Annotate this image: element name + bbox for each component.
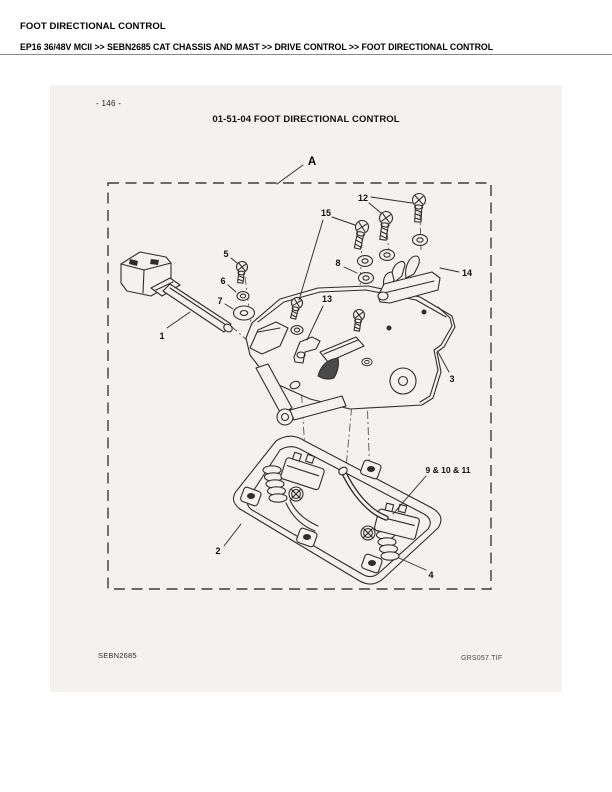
part-label-2: 2 xyxy=(215,546,220,556)
part-label-12: 12 xyxy=(358,193,368,203)
cable xyxy=(338,466,389,521)
document-code: SEBN2685 xyxy=(98,651,137,660)
part-label-14: 14 xyxy=(462,268,472,278)
part-1-cable-assembly xyxy=(120,251,233,333)
part-label-9-10-11: 9 & 10 & 11 xyxy=(426,465,471,475)
screw-12a xyxy=(375,210,394,242)
section-title: 01-51-04 FOOT DIRECTIONAL CONTROL xyxy=(212,114,400,125)
breadcrumb: EP16 36/48V MCII >> SEBN2685 CAT CHASSIS… xyxy=(20,42,494,52)
part-label-5: 5 xyxy=(223,249,228,259)
scanned-page: - 146 - 01-51-04 FOOT DIRECTIONAL CONTRO… xyxy=(50,85,562,692)
page-number: - 146 - xyxy=(96,99,122,108)
part-label-3: 3 xyxy=(449,374,454,384)
part-13-clamp xyxy=(293,336,321,364)
part-2-base-plate xyxy=(232,435,442,585)
part-3-mounting-plate xyxy=(245,285,456,426)
part-label-8: 8 xyxy=(335,258,340,268)
screw-12b xyxy=(410,192,427,223)
image-filename: GRS057.TIF xyxy=(461,655,503,662)
page-title: FOOT DIRECTIONAL CONTROL xyxy=(20,21,166,32)
part-label-7: 7 xyxy=(217,296,222,306)
leader-lines xyxy=(166,164,460,571)
part-label-15: 15 xyxy=(321,208,331,218)
part-label-13: 13 xyxy=(322,294,332,304)
left-switch-assembly xyxy=(262,451,325,532)
part-label-6: 6 xyxy=(220,276,225,286)
part-14-bracket xyxy=(377,255,441,304)
part-label-1: 1 xyxy=(159,331,164,341)
screw-5 xyxy=(234,260,249,285)
dashed-frame xyxy=(107,182,492,590)
part-label-4: 4 xyxy=(428,570,433,580)
divider xyxy=(0,54,612,55)
view-label-a: A xyxy=(308,156,316,168)
parts-diagram: A 1 5 6 7 8 12 15 13 14 3 2 4 9 & 10 & 1… xyxy=(107,156,492,590)
screw-15a xyxy=(350,218,371,251)
